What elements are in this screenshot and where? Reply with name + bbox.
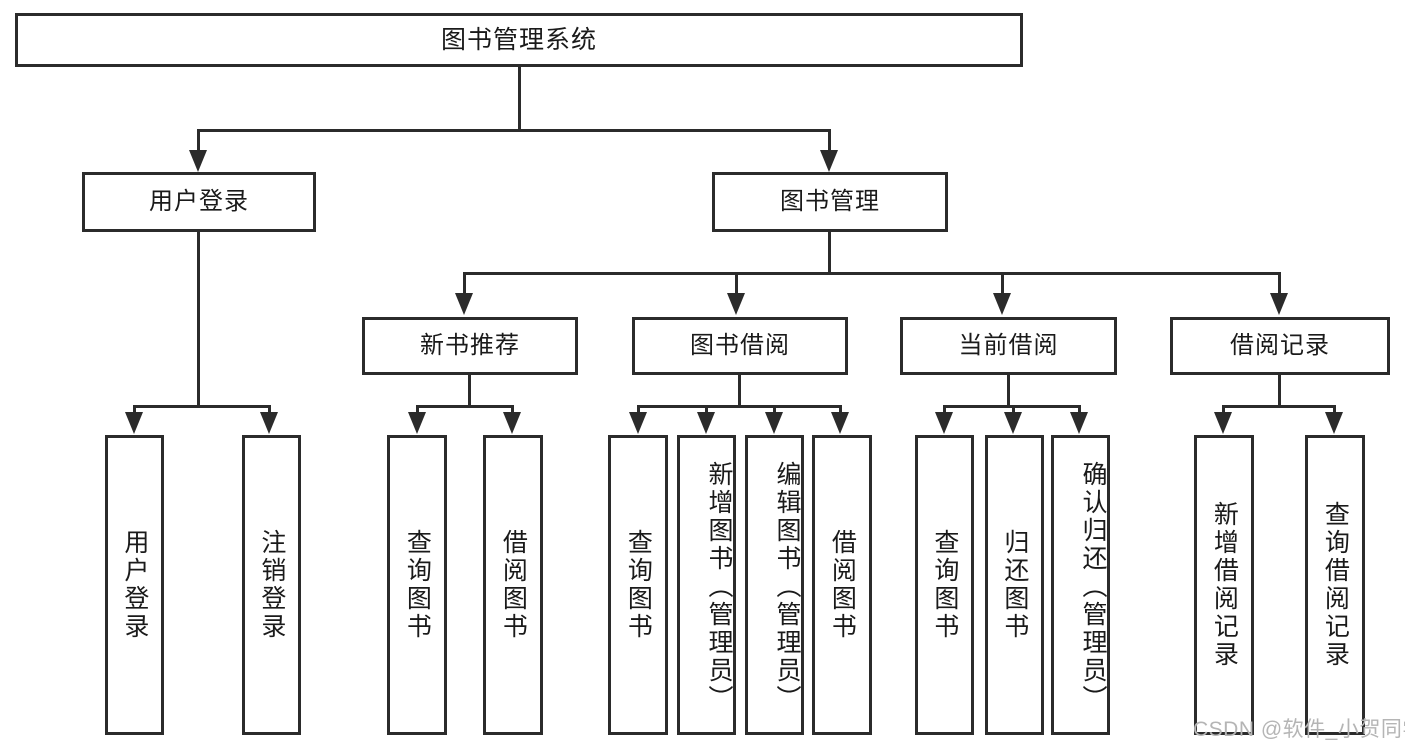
edge-book-borrow-branch-4 [839,405,842,417]
leaf-book-borrow-edit-book-admin[interactable]: 编辑图书（管理员） [745,435,804,735]
edge-current-borrow-branch-3 [1078,405,1081,417]
leaf-user-login-login[interactable]: 用户登录 [105,435,164,735]
edge-new-book-down [468,375,471,405]
edge-root-down [518,67,521,129]
node-book-management[interactable]: 图书管理 [712,172,948,232]
edge-book-borrow-down [738,375,741,405]
arrow-borrow-record-leaf-2 [1325,412,1343,434]
edge-book-borrow-branch-3 [773,405,776,417]
node-new-book-recommend[interactable]: 新书推荐 [362,317,578,375]
arrow-to-current-borrow [993,293,1011,315]
edge-book-borrow-branch-1 [637,405,640,417]
edge-current-borrow-down [1007,375,1010,405]
edge-book-mgmt-branch-1 [463,272,466,298]
edge-book-mgmt-bus [463,272,1281,275]
edge-current-borrow-branch-1 [943,405,946,417]
node-root-system[interactable]: 图书管理系统 [15,13,1023,67]
arrow-user-login-leaf-1 [125,412,143,434]
edge-current-borrow-bus [943,405,1080,408]
arrow-current-borrow-leaf-2 [1004,412,1022,434]
leaf-current-borrow-confirm-return-admin[interactable]: 确认归还（管理员） [1051,435,1110,735]
edge-borrow-record-branch-2 [1333,405,1336,417]
arrow-new-book-leaf-2 [503,412,521,434]
edge-user-login-down [197,232,200,405]
leaf-current-borrow-return-book[interactable]: 归还图书 [985,435,1044,735]
edge-book-mgmt-branch-2 [735,272,738,298]
edge-book-mgmt-down [828,232,831,272]
edge-new-book-branch-1 [416,405,419,417]
edge-root-to-book-mgmt [828,129,831,155]
node-user-login[interactable]: 用户登录 [82,172,316,232]
arrow-book-borrow-leaf-4 [831,412,849,434]
edge-borrow-record-branch-1 [1222,405,1225,417]
edge-user-login-bus [133,405,271,408]
arrow-book-borrow-leaf-2 [697,412,715,434]
leaf-user-login-logout[interactable]: 注销登录 [242,435,301,735]
arrow-to-book-mgmt [820,150,838,172]
edge-new-book-bus [416,405,514,408]
leaf-current-borrow-query-book[interactable]: 查询图书 [915,435,974,735]
edge-borrow-record-bus [1222,405,1336,408]
leaf-new-book-query-book[interactable]: 查询图书 [387,435,447,735]
node-borrow-record[interactable]: 借阅记录 [1170,317,1390,375]
arrow-to-borrow-record [1270,293,1288,315]
edge-current-borrow-branch-2 [1012,405,1015,417]
edge-user-login-branch-2 [268,405,271,417]
edge-root-to-user-login [197,129,200,155]
leaf-borrow-record-query-record[interactable]: 查询借阅记录 [1305,435,1365,735]
leaf-new-book-borrow-book[interactable]: 借阅图书 [483,435,543,735]
arrow-to-book-borrow [727,293,745,315]
edge-user-login-branch-1 [133,405,136,417]
edge-book-mgmt-branch-3 [1001,272,1004,298]
edge-root-bus [197,129,831,132]
edge-book-borrow-branch-2 [705,405,708,417]
node-current-borrow[interactable]: 当前借阅 [900,317,1117,375]
edge-book-mgmt-branch-4 [1278,272,1281,298]
arrow-borrow-record-leaf-1 [1214,412,1232,434]
node-book-borrow[interactable]: 图书借阅 [632,317,848,375]
leaf-book-borrow-query-book[interactable]: 查询图书 [608,435,668,735]
edge-book-borrow-bus [637,405,842,408]
arrow-book-borrow-leaf-3 [765,412,783,434]
arrow-to-new-book-recommend [455,293,473,315]
edge-new-book-branch-2 [511,405,514,417]
arrow-user-login-leaf-2 [260,412,278,434]
arrow-book-borrow-leaf-1 [629,412,647,434]
arrow-current-borrow-leaf-1 [935,412,953,434]
edge-borrow-record-down [1278,375,1281,405]
watermark-text: CSDN @软件_小贺同学 [1193,718,1405,741]
arrow-new-book-leaf-1 [408,412,426,434]
leaf-book-borrow-add-book-admin[interactable]: 新增图书（管理员） [677,435,736,735]
leaf-borrow-record-add-record[interactable]: 新增借阅记录 [1194,435,1254,735]
leaf-book-borrow-borrow-book[interactable]: 借阅图书 [812,435,872,735]
arrow-to-user-login [189,150,207,172]
arrow-current-borrow-leaf-3 [1070,412,1088,434]
